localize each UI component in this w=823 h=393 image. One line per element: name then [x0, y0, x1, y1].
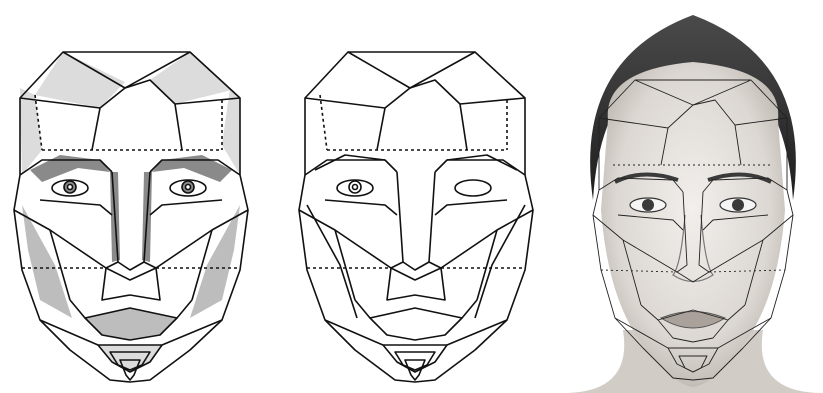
outline-mask-drawing [285, 0, 555, 393]
temple-right-shade [222, 88, 240, 175]
outline-mask-panel [285, 0, 555, 393]
cheek-left-shade [22, 205, 72, 318]
brow-left-shade [30, 155, 110, 182]
mouth-shade [85, 308, 177, 340]
brow-right-shade [152, 155, 232, 182]
cheek-right-shade [190, 205, 240, 318]
shaded-mask-drawing [0, 0, 270, 393]
portrait-overlay-drawing [563, 0, 823, 393]
shaded-mask-panel [0, 0, 270, 393]
portrait-overlay-panel [563, 0, 823, 393]
forehead-right-shade [150, 52, 232, 104]
